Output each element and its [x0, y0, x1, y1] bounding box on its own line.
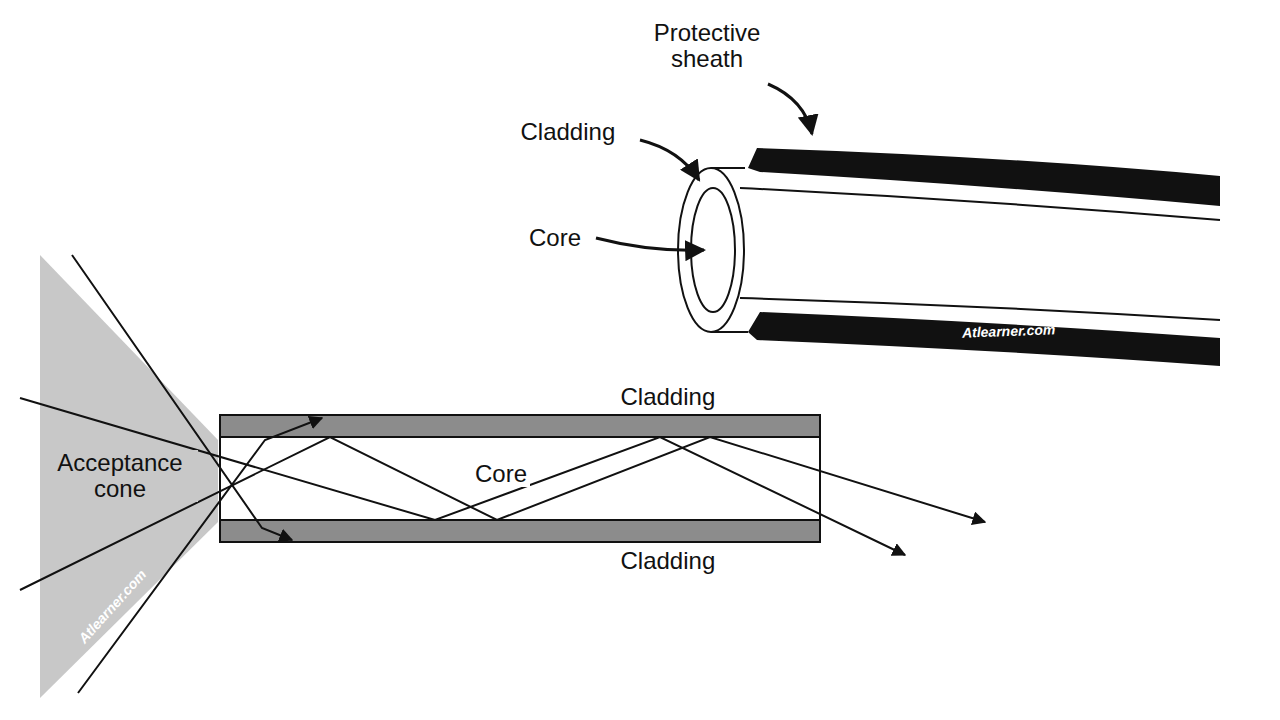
part-label: Core — [529, 225, 581, 251]
light-ray — [20, 398, 905, 555]
part-label: Cladding — [521, 119, 616, 145]
leader-line — [640, 140, 699, 180]
part-label: Core — [472, 461, 530, 487]
watermark: Atlearner.com — [961, 322, 1055, 341]
leader-line — [596, 238, 704, 250]
watermark: Atlearner.com — [75, 566, 149, 646]
leader-lines — [596, 84, 812, 250]
part-label: Acceptance cone — [42, 450, 198, 503]
acceptance-cone — [40, 255, 218, 698]
fiber-core — [220, 415, 820, 542]
protective-sheath — [748, 148, 1220, 206]
cladding-band — [220, 415, 820, 437]
part-label: Cladding — [618, 384, 719, 410]
leader-line — [768, 84, 812, 134]
part-label: Protective sheath — [632, 20, 782, 73]
protective-sheath — [748, 312, 1220, 366]
light-ray — [20, 437, 985, 590]
cladding-band — [220, 520, 820, 542]
part-label: Cladding — [618, 548, 719, 574]
